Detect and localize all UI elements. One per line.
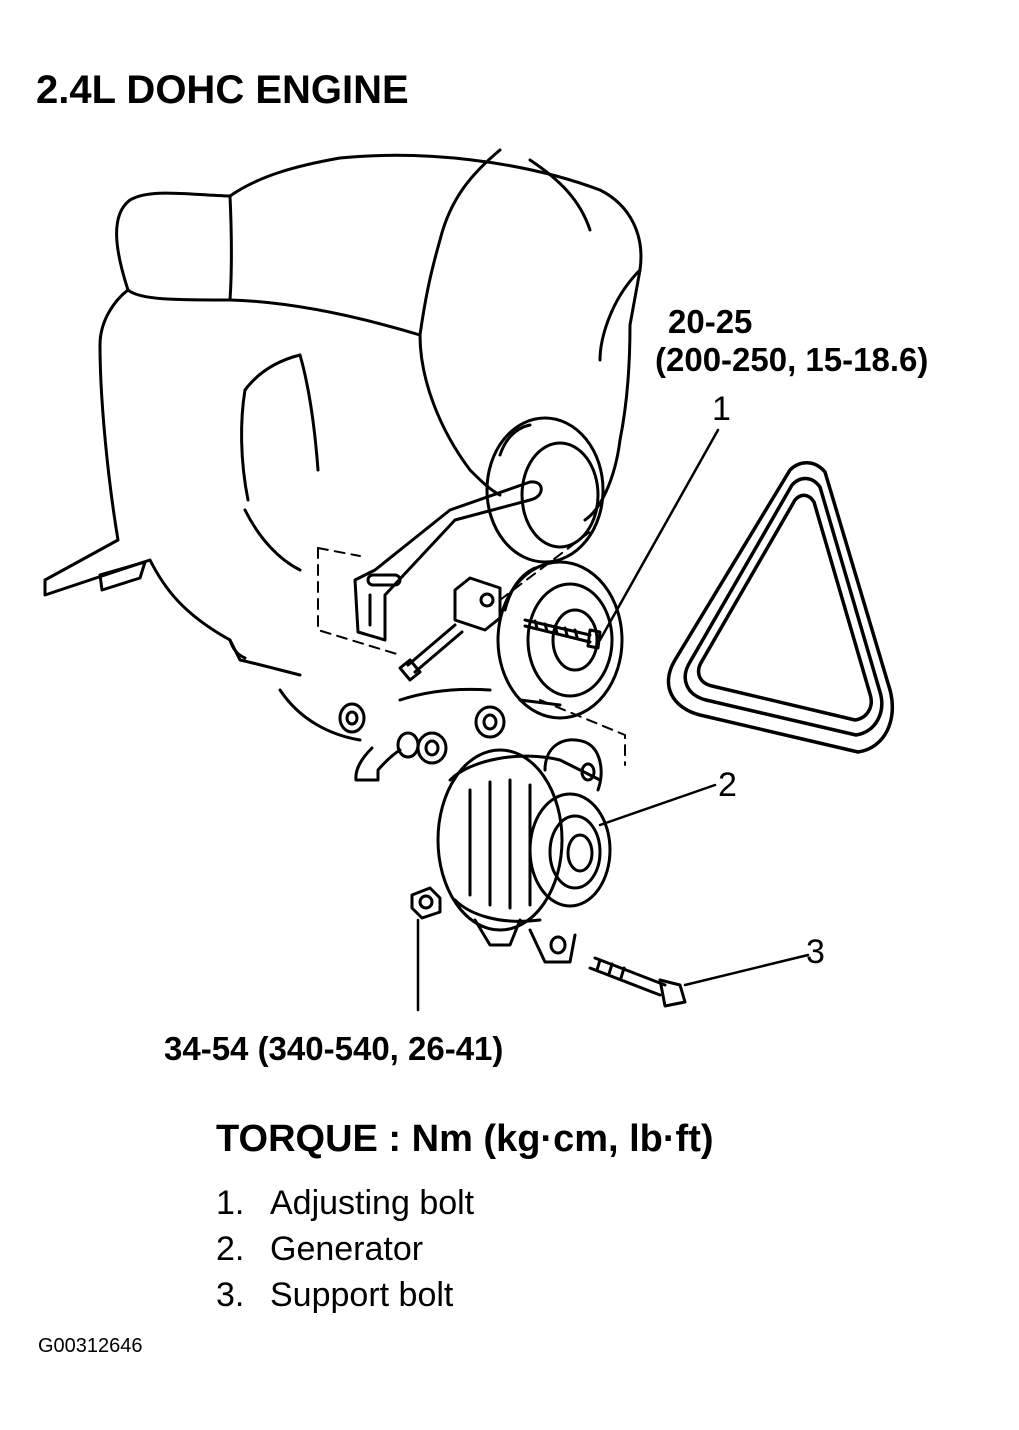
legend-label: Generator [270,1230,424,1268]
callout-3: 3 [806,933,825,971]
mounting-bolt [398,623,464,682]
callout-2: 2 [718,766,737,804]
legend-number: 3. [216,1276,245,1314]
legend-label: Support bolt [270,1276,454,1314]
bushings [338,702,506,782]
figure-code: G00312646 [38,1335,143,1357]
support-bolt-torque: 34-54 (340-540, 26-41) [164,1030,504,1067]
drive-belt [666,461,895,754]
support-nut [410,886,442,920]
adjusting-bolt-torque-value: 20-25 [668,303,753,340]
crank-pulley [496,560,624,720]
legend-label: Adjusting bolt [270,1184,475,1222]
page-title: 2.4L DOHC ENGINE [36,68,409,112]
support-bolt [588,956,687,1008]
legend-item: 3. Support bolt [216,1272,474,1318]
reference-dashed-lines [317,527,626,766]
tensioner-block [453,576,502,632]
legend-number: 2. [216,1230,245,1268]
parts-legend: 1. Adjusting bolt 2. Generator 3. Support b… [216,1180,474,1318]
callout-1: 1 [712,390,731,428]
adjusting-bracket [353,480,543,642]
leader-lines [416,428,810,1012]
adjusting-bolt [523,618,602,650]
legend-number: 1. [216,1184,245,1222]
torque-heading: TORQUE : Nm (kg·cm, lb·ft) [216,1118,714,1160]
engine-block-outline [43,148,643,742]
legend-item: 1. Adjusting bolt [216,1180,474,1226]
upper-pulley [485,416,605,564]
generator [436,738,612,964]
engine-generator-diagram [43,148,895,1012]
legend-item: 2. Generator [216,1226,474,1272]
adjusting-bolt-torque-units: (200-250, 15-18.6) [655,341,929,378]
